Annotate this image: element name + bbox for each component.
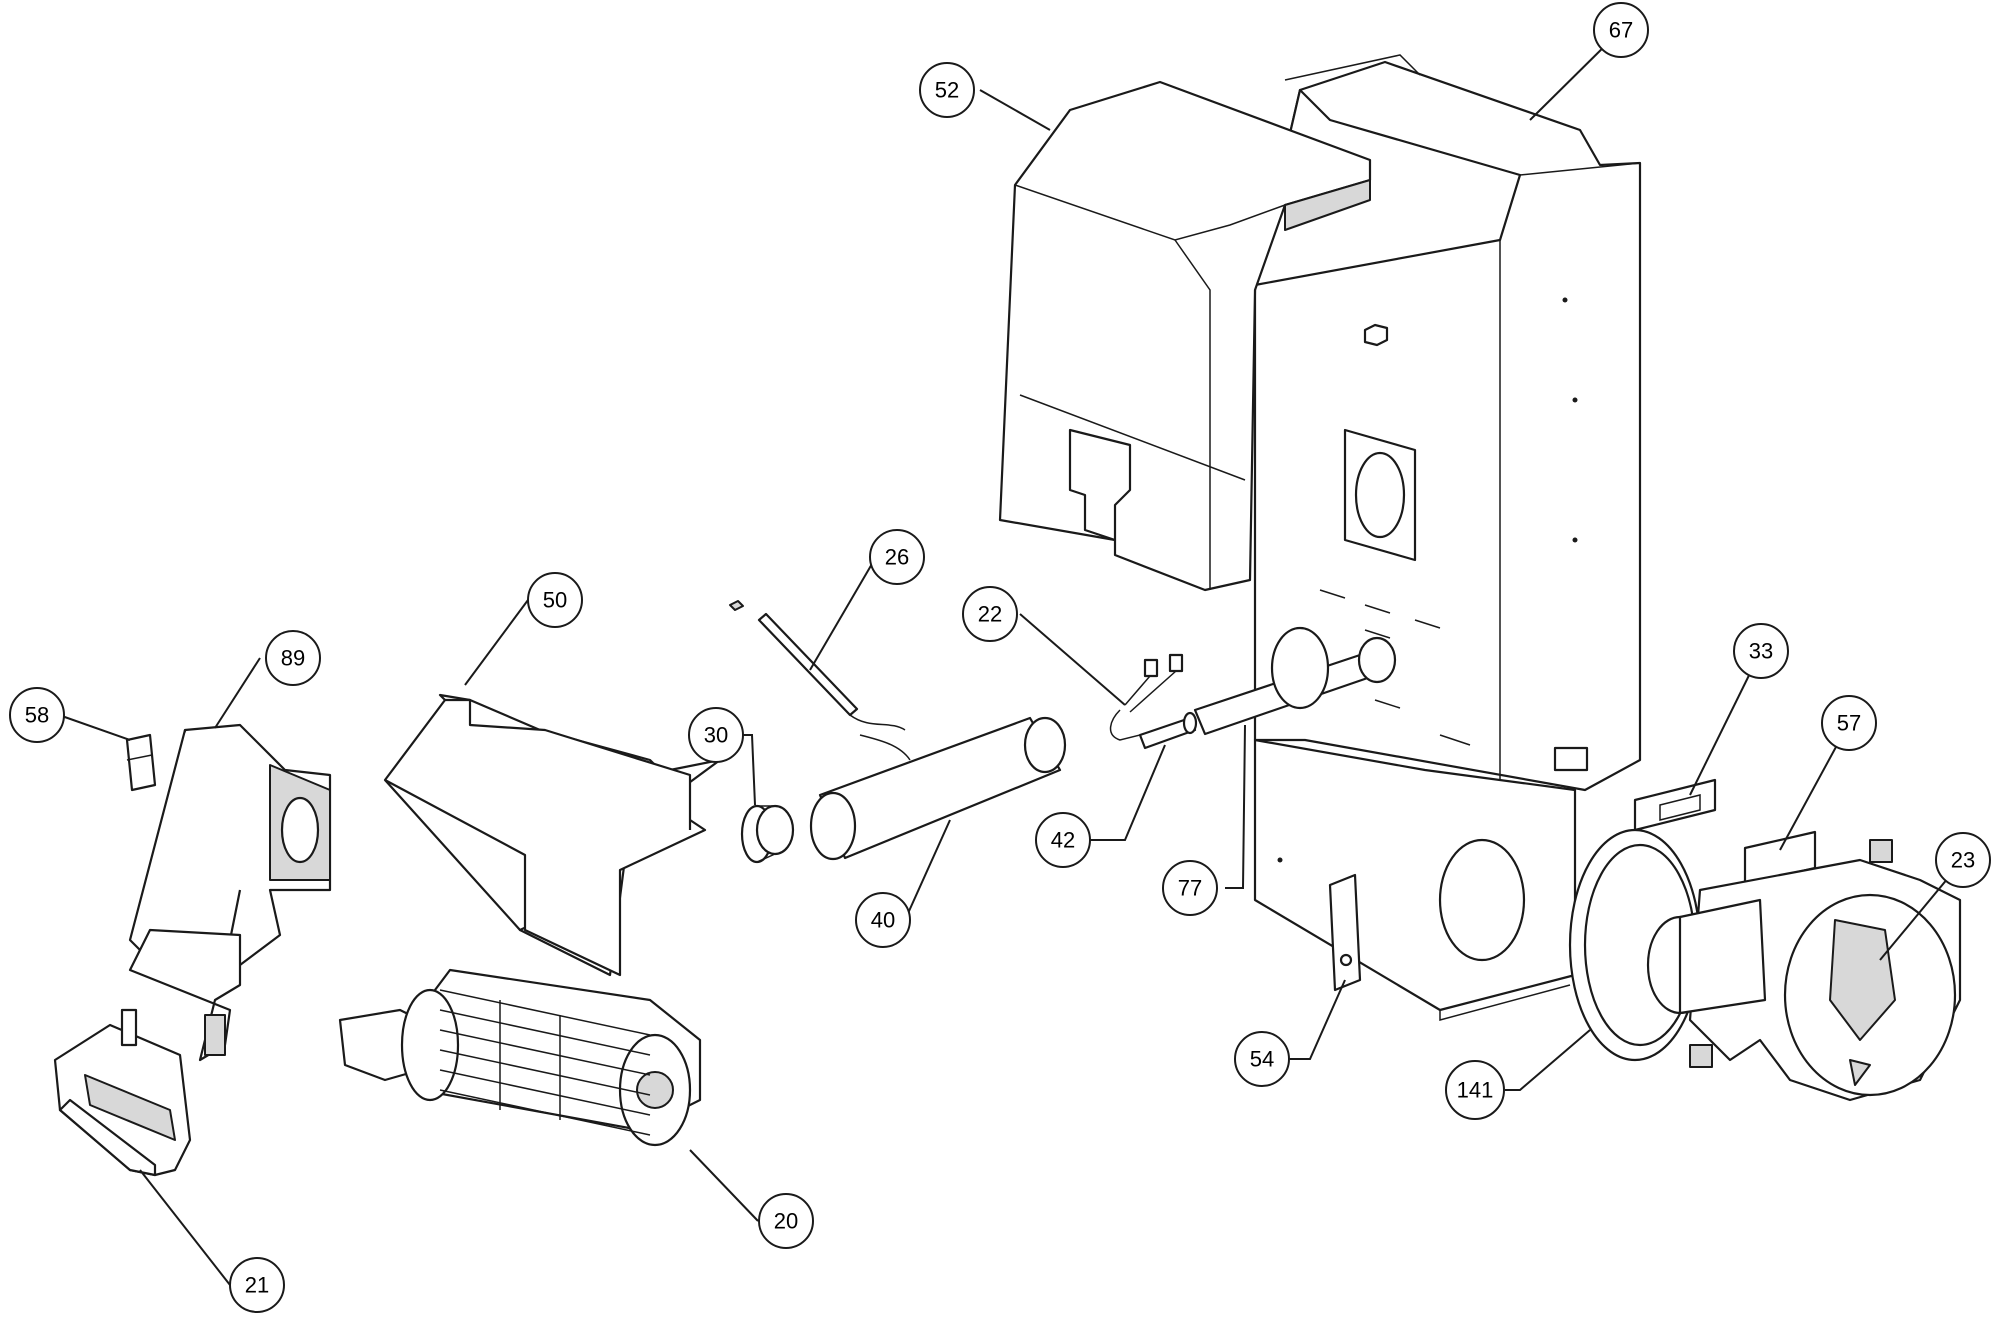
callout-26-label: 26: [885, 545, 909, 570]
callout-33-label: 33: [1749, 639, 1773, 664]
burn-tube: [809, 716, 1067, 861]
tube-bushing: [740, 804, 795, 864]
small-clip: [125, 733, 157, 792]
combustion-blower: [1646, 839, 1962, 1102]
callout-40-label: 40: [871, 908, 895, 933]
leader-52: [979, 89, 1051, 131]
callout-54-label: 54: [1250, 1047, 1274, 1072]
callout-30: 30: [688, 707, 744, 763]
callout-22: 22: [962, 586, 1018, 642]
callout-23-label: 23: [1951, 848, 1975, 873]
deflector-plate: [383, 693, 722, 977]
callout-57-label: 57: [1837, 711, 1861, 736]
leader-89: [214, 657, 261, 729]
callout-67: 67: [1593, 2, 1649, 58]
callout-58-label: 58: [25, 703, 49, 728]
callout-40: 40: [855, 892, 911, 948]
callout-30-label: 30: [704, 723, 728, 748]
callout-21: 21: [229, 1257, 285, 1313]
mount-bracket: [1328, 873, 1362, 992]
callout-57: 57: [1821, 695, 1877, 751]
callout-20-label: 20: [774, 1209, 798, 1234]
leader-22: [1019, 613, 1126, 706]
callout-141-label: 141: [1457, 1078, 1494, 1103]
callout-77: 77: [1162, 860, 1218, 916]
callout-54: 54: [1234, 1031, 1290, 1087]
leader-141: [1505, 1029, 1591, 1091]
callout-50-label: 50: [543, 588, 567, 613]
auger-motor: [53, 1008, 192, 1177]
wire-harness: [1109, 653, 1184, 741]
leader-21: [139, 1169, 231, 1286]
callout-58: 58: [9, 687, 65, 743]
callout-77-label: 77: [1178, 876, 1202, 901]
leader-26: [809, 556, 877, 671]
callout-50: 50: [527, 572, 583, 628]
sensor-probe: [1138, 711, 1198, 750]
leader-77: [1225, 724, 1246, 889]
leader-20: [689, 1149, 759, 1222]
leader-lines: [58, 29, 1964, 1286]
callout-141: 141: [1445, 1060, 1505, 1120]
hopper-bracket: [128, 723, 332, 1062]
callout-21-label: 21: [245, 1273, 269, 1298]
callout-52-label: 52: [935, 78, 959, 103]
callout-23: 23: [1935, 832, 1991, 888]
callout-67-label: 67: [1609, 18, 1633, 43]
housing-cabinet: [1253, 54, 1642, 1021]
callout-20: 20: [758, 1193, 814, 1249]
callout-26: 26: [869, 529, 925, 585]
callout-42: 42: [1035, 812, 1091, 868]
manifold-tube: [1193, 626, 1397, 736]
leader-40: [904, 819, 951, 921]
callout-33: 33: [1733, 623, 1789, 679]
callout-22-label: 22: [978, 602, 1002, 627]
leader-50: [464, 599, 529, 686]
callout-89: 89: [265, 630, 321, 686]
callout-42-label: 42: [1051, 828, 1075, 853]
heat-shield-cover: [998, 80, 1372, 592]
callout-89-label: 89: [281, 646, 305, 671]
tangential-fan: [338, 968, 702, 1147]
leader-54: [1289, 979, 1346, 1060]
igniter-rod: [729, 600, 911, 761]
leader-42: [1085, 744, 1166, 841]
callout-52: 52: [919, 62, 975, 118]
switch-plate: [1633, 778, 1717, 832]
leader-58: [58, 714, 131, 741]
